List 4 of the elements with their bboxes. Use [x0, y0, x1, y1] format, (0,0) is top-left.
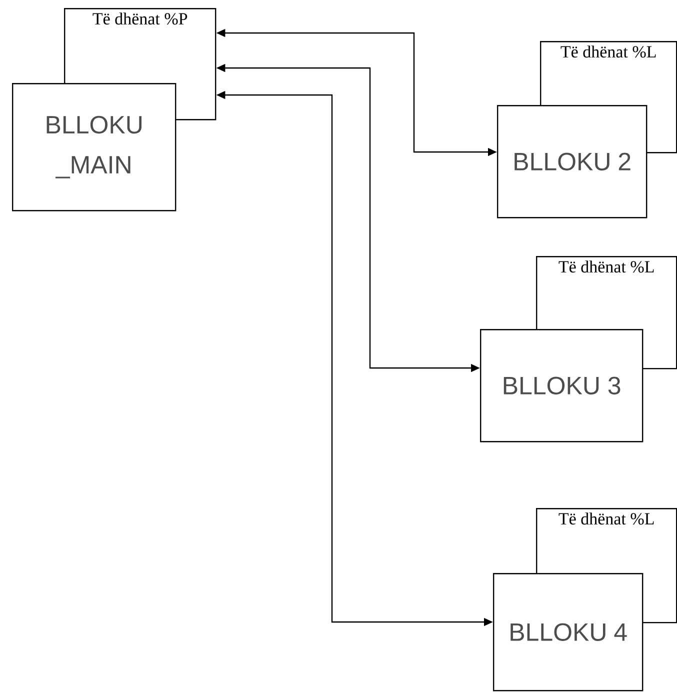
block-box: BLLOKU _MAIN — [12, 83, 176, 212]
block-box: BLLOKU 4 — [493, 573, 644, 692]
block-box: BLLOKU 2 — [497, 105, 648, 218]
block-box: BLLOKU 3 — [480, 329, 644, 442]
